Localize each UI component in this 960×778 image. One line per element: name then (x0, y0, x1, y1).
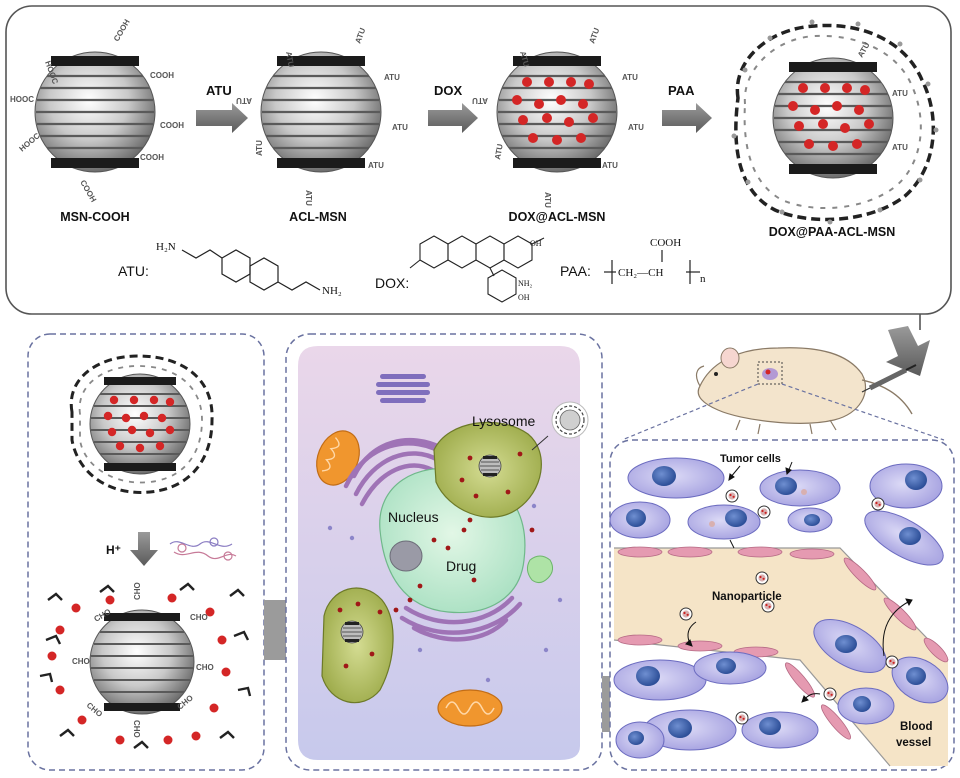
golgi-top (376, 374, 430, 403)
group-atu: ATU (892, 89, 908, 98)
synthesis-panel (5, 5, 952, 315)
arrow-acid-trigger (130, 532, 158, 566)
group-cho: CHO (196, 663, 214, 672)
formula-paa-n: n (700, 273, 706, 285)
group-atu: ATU (518, 50, 531, 68)
label-nucleus: Nucleus (388, 509, 439, 525)
acid-trigger-label: H⁺ (106, 543, 121, 557)
label-tumor-cells: Tumor cells (720, 453, 781, 465)
group-cho: CHO (132, 720, 141, 738)
group-atu: ATU (384, 73, 400, 82)
formula-atu-h2n: H₂N (156, 241, 176, 253)
sphere-dox-paa-acl-msn (772, 57, 894, 179)
vesicles (327, 503, 563, 683)
formula-dox-oh: OH (518, 293, 530, 302)
group-atu: ATU (543, 192, 552, 208)
nanoparticle-loaded (89, 373, 191, 475)
zoom-line (621, 383, 759, 441)
arrow-dox (428, 103, 478, 133)
label-lysosome: Lysosome (472, 413, 536, 429)
lysosome-pointer (531, 435, 549, 451)
step-label-dox-acl-msn: DOX@ACL-MSN (509, 210, 606, 224)
group-atu: ATU (602, 161, 618, 170)
step-label-dox-paa-acl-msn: DOX@PAA-ACL-MSN (769, 225, 896, 239)
group-cooh: COOH (150, 71, 174, 80)
sphere-dox-acl-msn (496, 51, 618, 173)
group-atu: ATU (236, 96, 252, 105)
drug-molecules (512, 77, 598, 145)
lysosome (433, 421, 542, 518)
group-atu: ATU (368, 161, 384, 170)
zoom-line (781, 383, 945, 441)
arrow-atu (196, 103, 248, 133)
released-polymer-pieces (39, 582, 252, 749)
group-atu: ATU (493, 143, 505, 160)
group-cooh: COOH (160, 121, 184, 130)
sphere-msn-cooh (34, 51, 156, 173)
formula-atu-nh2: NH₂ (322, 285, 342, 297)
formula-dox-nh2: NH₂ (518, 279, 533, 288)
group-cho: CHO (133, 582, 142, 600)
syringe-icon (861, 364, 917, 393)
group-cho: CHO (190, 613, 208, 622)
arrow-label-dox: DOX (434, 83, 463, 98)
group-cho: CHO (72, 657, 90, 666)
group-atu: ATU (892, 143, 908, 152)
group-atu: ATU (392, 123, 408, 132)
label-blood-vessel-1: Blood (900, 721, 933, 733)
sphere-acl-msn (260, 51, 382, 173)
nanoparticle-inset (551, 401, 589, 439)
polymer-shell (731, 19, 939, 225)
tumor-cells (609, 457, 949, 759)
formula-paa-chain: CH₂—CH (618, 267, 663, 279)
formula-label-dox: DOX: (375, 275, 409, 291)
formula-paa-structure (604, 250, 700, 284)
step-label-acl-msn: ACL-MSN (289, 210, 347, 224)
label-drug: Drug (446, 558, 476, 574)
drug-in-nucleus (417, 527, 477, 589)
group-cooh: COOH (140, 153, 164, 162)
endosome-green (526, 555, 554, 584)
arrow-label-paa: PAA (668, 83, 695, 98)
formula-dox-oh: OH (530, 239, 542, 248)
formula-label-paa: PAA: (560, 263, 591, 279)
label-blood-vessel-2: vessel (896, 737, 931, 749)
mitochondrion-lower (437, 689, 503, 727)
formula-label-atu: ATU: (118, 263, 149, 279)
nanoparticle-arrows (685, 461, 913, 703)
group-atu: ATU (472, 96, 488, 105)
arrow-label-atu: ATU (206, 83, 232, 98)
step-label-msn-cooh: MSN-COOH (60, 210, 129, 224)
formula-paa-cooh: COOH (650, 237, 681, 249)
released-drugs (47, 593, 231, 745)
group-atu: ATU (304, 190, 313, 206)
nanoparticle-released (89, 609, 195, 715)
golgi-apparatus (343, 438, 523, 642)
group-atu: ATU (622, 73, 638, 82)
endothelial-cells (617, 546, 949, 740)
lysosome-lower (321, 587, 394, 704)
arrow-to-mouse (886, 326, 930, 376)
polymer-shell-small (69, 354, 214, 494)
drug-in-cytoplasm (377, 517, 535, 615)
formula-dox-structure (409, 235, 545, 303)
group-atu: ATU (628, 123, 644, 132)
formula-atu-structure (181, 249, 321, 291)
group-hooc: HOOC (10, 95, 34, 104)
group-atu: ATU (284, 51, 296, 68)
group-atu: ATU (255, 140, 264, 156)
released-polymer-fragments (169, 537, 237, 561)
nucleolus (389, 540, 423, 572)
arrow-paa (662, 103, 712, 133)
label-nanoparticle: Nanoparticle (712, 591, 782, 603)
mouse (695, 347, 913, 435)
